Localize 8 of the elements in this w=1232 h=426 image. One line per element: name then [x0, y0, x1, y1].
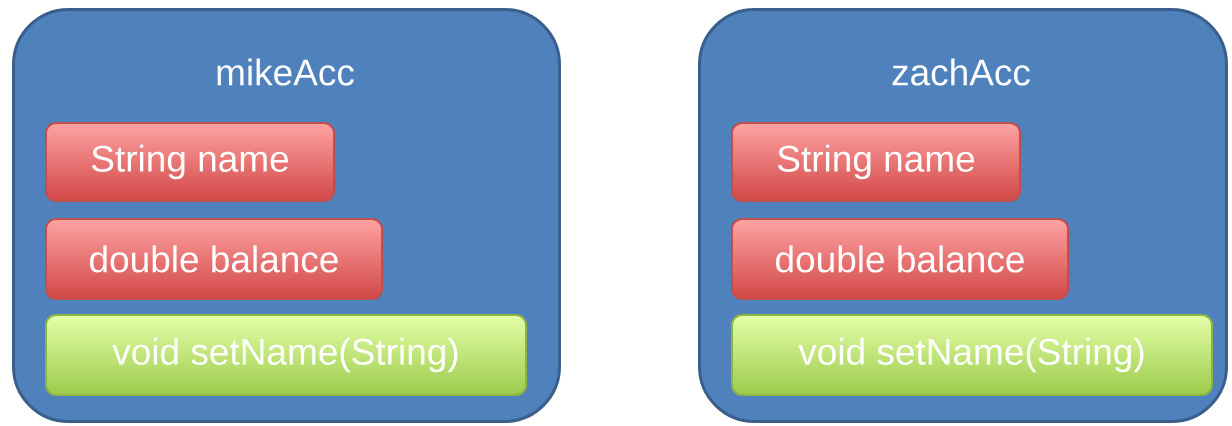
method-box: void setName(String) — [45, 314, 527, 396]
object-name: zachAcc — [892, 58, 1030, 86]
field-box: double balance — [45, 218, 383, 300]
method-box: void setName(String) — [731, 314, 1213, 396]
object-name: mikeAcc — [217, 58, 354, 86]
field-box: double balance — [731, 218, 1069, 300]
field-box: String name — [731, 122, 1021, 202]
field-box: String name — [45, 122, 335, 202]
